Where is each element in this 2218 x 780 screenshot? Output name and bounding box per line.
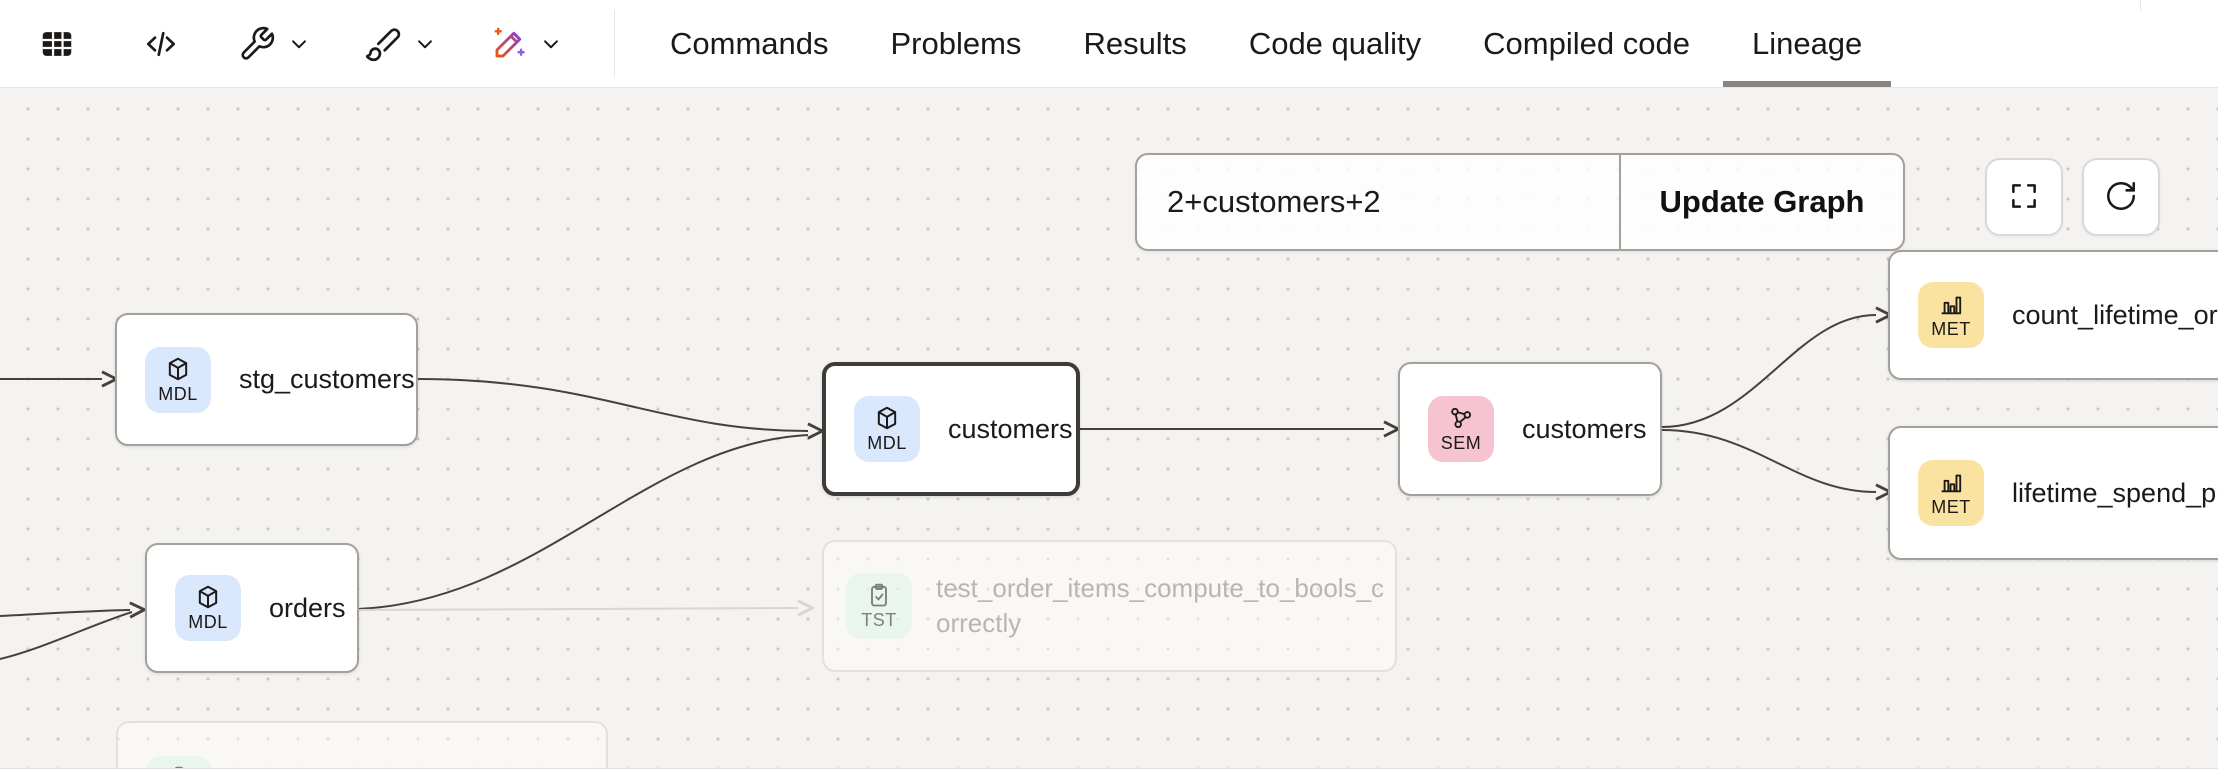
node-label: orders <box>269 592 346 623</box>
node-orders[interactable]: MDL orders <box>145 543 359 673</box>
tab-code-quality[interactable]: Code quality <box>1218 0 1452 87</box>
lineage-filter-input[interactable] <box>1137 155 1619 249</box>
refresh-graph-button[interactable] <box>2082 158 2160 236</box>
update-graph-button[interactable]: Update Graph <box>1619 155 1903 249</box>
ai-assist-button[interactable] <box>486 21 568 67</box>
bar-chart-icon <box>1937 468 1965 496</box>
top-bar: Commands Problems Results Code quality C… <box>0 0 2218 88</box>
badge-label: MDL <box>867 433 907 453</box>
fit-view-button[interactable] <box>1985 158 2063 236</box>
format-button[interactable] <box>360 21 442 67</box>
clipboard-check-icon <box>165 764 193 768</box>
wrench-icon <box>238 25 276 63</box>
node-customers-semantic[interactable]: SEM customers <box>1398 362 1662 496</box>
node-partial-bottom-test[interactable]: TST <box>116 721 608 768</box>
chevron-down-icon <box>286 31 312 57</box>
badge-label: TST <box>861 610 897 630</box>
table-button[interactable] <box>34 21 80 67</box>
tab-compiled-code[interactable]: Compiled code <box>1452 0 1721 87</box>
node-label: customers <box>1522 413 1647 444</box>
broom-icon <box>364 25 402 63</box>
tab-results[interactable]: Results <box>1052 0 1217 87</box>
header-seam <box>2140 0 2141 11</box>
bar-chart-icon <box>1937 290 1965 318</box>
node-label: count_lifetime_order <box>2012 299 2218 330</box>
code-icon <box>142 25 180 63</box>
refresh-icon <box>2104 179 2138 216</box>
cube-icon <box>194 583 222 611</box>
table-icon <box>38 25 76 63</box>
tab-lineage[interactable]: Lineage <box>1721 0 1893 87</box>
node-lifetime-spend-pretax[interactable]: MET lifetime_spend_preta <box>1888 426 2218 560</box>
footer-strip <box>0 768 2218 780</box>
model-badge: MDL <box>854 396 920 462</box>
node-label: stg_customers <box>239 364 415 394</box>
editor-toolbar <box>0 0 568 87</box>
model-badge: MDL <box>175 575 241 641</box>
test-badge: TST <box>146 755 212 768</box>
metric-badge: MET <box>1918 460 1984 526</box>
tab-commands[interactable]: Commands <box>639 0 860 87</box>
panel-tabs: Commands Problems Results Code quality C… <box>639 0 1893 87</box>
fix-tools-button[interactable] <box>234 21 316 67</box>
fullscreen-icon <box>2007 179 2041 216</box>
clipboard-check-icon <box>865 581 893 609</box>
node-label: test_order_items_compute_to_bools_correc… <box>936 572 1385 638</box>
node-count-lifetime-order[interactable]: MET count_lifetime_order <box>1888 250 2218 380</box>
chevron-down-icon <box>412 31 438 57</box>
cube-icon <box>164 355 192 383</box>
semantic-badge: SEM <box>1428 396 1494 462</box>
metric-badge: MET <box>1918 282 1984 348</box>
chevron-down-icon <box>538 31 564 57</box>
badge-label: SEM <box>1440 433 1482 453</box>
network-icon <box>1447 404 1475 432</box>
badge-label: MET <box>1931 319 1971 339</box>
graph-filter-bar: Update Graph <box>1135 153 1905 251</box>
model-badge: MDL <box>145 346 211 413</box>
node-label: lifetime_spend_preta <box>2012 477 2218 508</box>
tab-problems[interactable]: Problems <box>860 0 1053 87</box>
test-badge: TST <box>846 573 912 639</box>
cube-icon <box>873 404 901 432</box>
magic-pencil-icon <box>490 25 528 63</box>
badge-label: MDL <box>158 383 198 404</box>
node-label: customers <box>948 413 1073 444</box>
badge-label: MET <box>1931 497 1971 517</box>
lineage-canvas[interactable]: MDL stg_customers MDL orders <box>0 88 2218 768</box>
code-button[interactable] <box>138 21 184 67</box>
toolbar-tabs-divider <box>614 10 615 77</box>
node-customers-model[interactable]: MDL customers <box>822 362 1080 496</box>
node-stg-customers[interactable]: MDL stg_customers <box>115 313 418 446</box>
node-test-order-items[interactable]: TST test_order_items_compute_to_bools_co… <box>822 540 1397 672</box>
badge-label: MDL <box>188 612 228 632</box>
